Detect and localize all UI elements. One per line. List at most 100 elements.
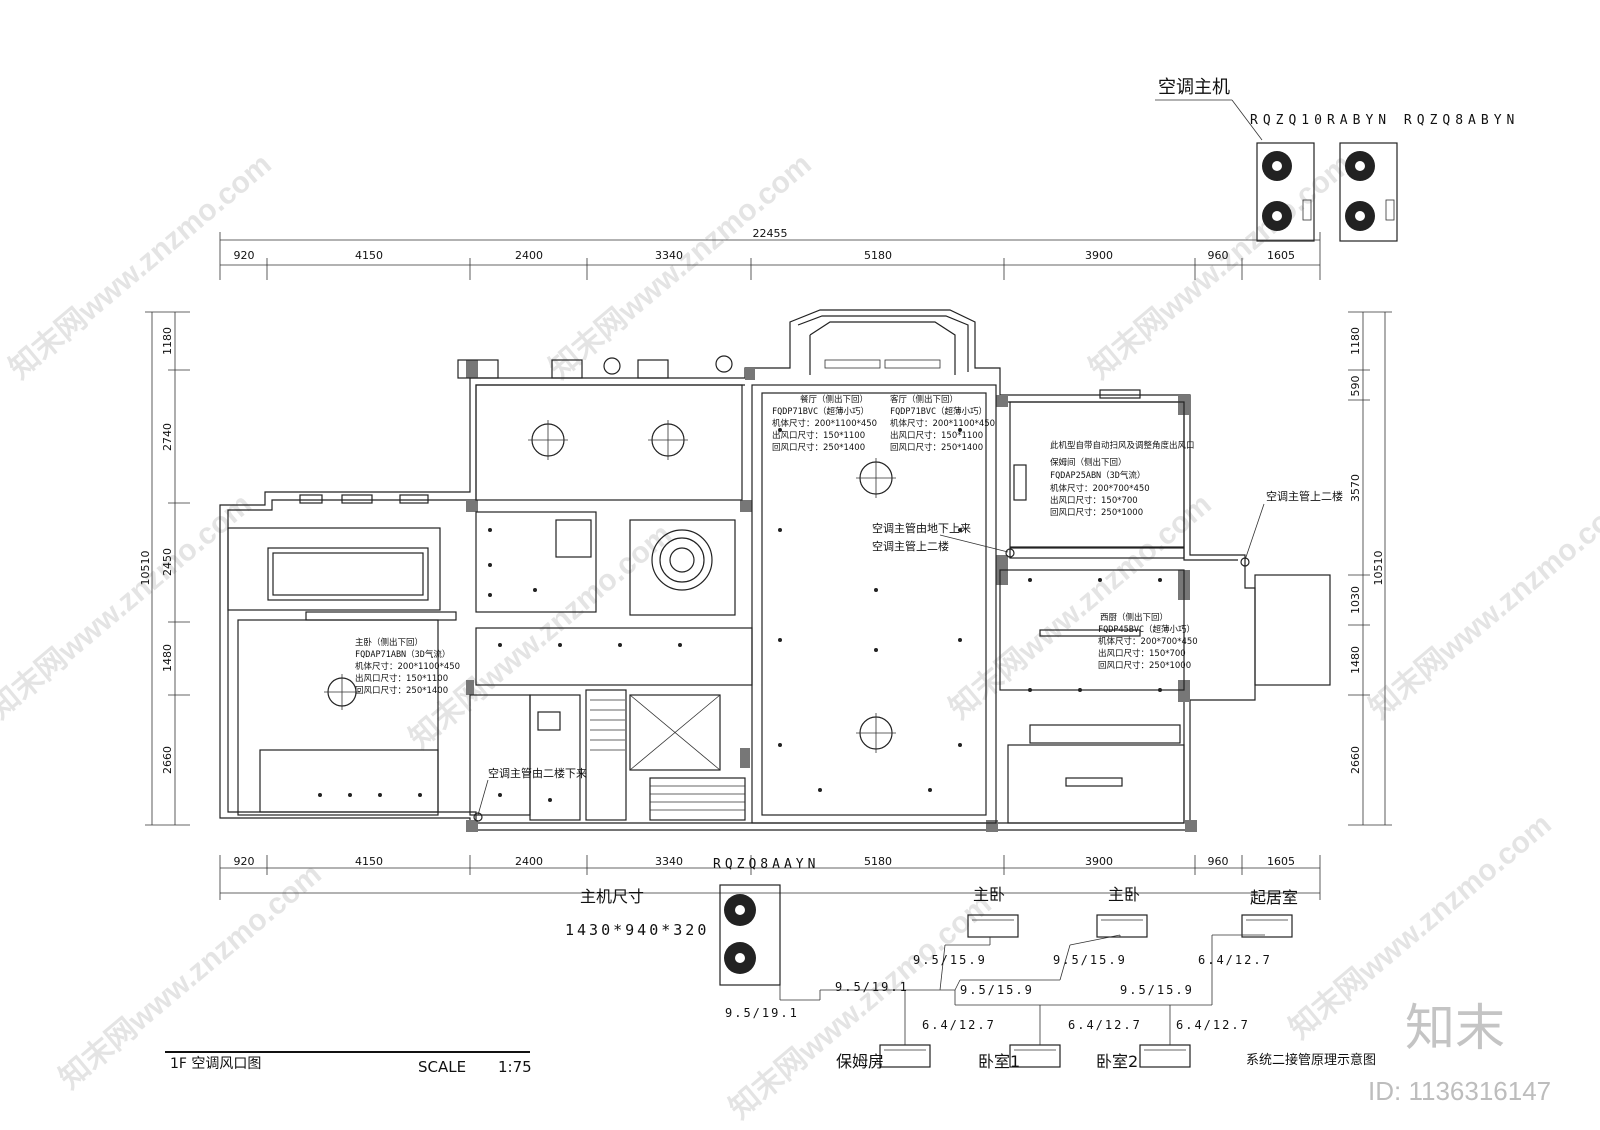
unit-master-body: 机体尺寸：200*1100*450 <box>355 661 460 672</box>
ceiling-diffusers <box>305 420 1141 753</box>
unit-master-return: 回风口尺寸：250*1400 <box>355 685 448 696</box>
schematic-bottom-unit: 卧室1 <box>978 1052 1020 1071</box>
pipe-size-label: 9.5/15.9 <box>1053 953 1127 967</box>
indoor-unit-icon <box>1009 1044 1061 1068</box>
watermark-text: 知末网www.znzmo.com <box>0 488 258 726</box>
watermark-text: 知末网www.znzmo.com <box>543 148 817 386</box>
diffuser-icon <box>856 713 896 753</box>
indoor-unit-icon <box>967 914 1019 938</box>
unit-dining-model: FQDP71BVC（超薄小巧） <box>772 406 869 417</box>
diffuser-icon <box>648 420 688 460</box>
dimension-label: 5180 <box>864 855 892 868</box>
host-models: RQZQ10RABYN RQZQ8ABYN <box>1250 113 1519 128</box>
schematic-top-unit: 主卧 <box>973 885 1005 904</box>
pipe-size-label: 6.4/12.7 <box>1068 1018 1142 1032</box>
host-size-value: 1430*940*320 <box>565 921 709 939</box>
unit-dining-outlet: 出风口尺寸：150*1100 <box>772 430 865 441</box>
note-pipe-from-basement: 空调主管由地下上来 <box>872 521 971 535</box>
schematic-bottom-unit: 卧室2 <box>1096 1052 1138 1071</box>
dimension-label: 2740 <box>161 423 174 451</box>
left-dimension-line: 10510 1180 2740 2450 1480 2660 <box>139 311 190 826</box>
dimension-label: 1480 <box>1349 646 1362 674</box>
pipe-size-label: 6.4/12.7 <box>1176 1018 1250 1032</box>
dimension-label: 1030 <box>1349 586 1362 614</box>
dimension-label: 2660 <box>1349 746 1362 774</box>
indoor-unit-icon <box>1096 914 1148 938</box>
drawing-footer: 1F 空调风口图 SCALE 1:75 <box>165 1051 532 1076</box>
dimension-total-left: 10510 <box>139 551 152 586</box>
unit-nanny-model: FQDAP25ABN（3D气流） <box>1050 470 1145 481</box>
unit-kitchen-return: 回风口尺寸：250*1000 <box>1098 660 1191 671</box>
unit-living-return: 回风口尺寸：250*1400 <box>890 442 983 453</box>
unit-kitchen-outlet: 出风口尺寸：150*700 <box>1098 648 1186 659</box>
dimension-label: 1480 <box>161 644 174 672</box>
host-size-title: 主机尺寸 <box>580 887 644 906</box>
diffuser-icon <box>528 420 568 460</box>
dimension-label: 1605 <box>1267 249 1295 262</box>
host-title: 空调主机 <box>1158 77 1230 98</box>
pipe-size-label: 9.5/15.9 <box>960 983 1034 997</box>
downlights <box>318 428 1162 802</box>
drawing-title: 1F 空调风口图 <box>170 1056 261 1072</box>
dimension-label: 1180 <box>1349 327 1362 355</box>
watermark-text: 知末网www.znzmo.com <box>1083 148 1357 386</box>
unit-living-model: FQDP71BVC（超薄小巧） <box>890 406 987 417</box>
dimension-label: 3340 <box>655 855 683 868</box>
schematic-top-unit: 起居室 <box>1250 888 1298 907</box>
outdoor-unit-icon <box>1339 142 1398 242</box>
indoor-unit-icon <box>1241 914 1293 938</box>
unit-dining-header: 餐厅（侧出下回） <box>800 394 868 405</box>
top-dimension-line: 22455 920 4150 2400 3340 5180 3900 960 1… <box>219 227 1321 280</box>
floor-plan-walls <box>219 309 1331 832</box>
dimension-label: 590 <box>1349 376 1362 397</box>
bottom-dimension-line: 920 4150 2400 3340 5180 3900 960 1605 <box>219 855 1321 900</box>
pipe-size-label: 6.4/12.7 <box>922 1018 996 1032</box>
dimension-label: 4150 <box>355 249 383 262</box>
schematic-bottom-unit: 保姆房 <box>836 1052 884 1071</box>
diffuser-icon <box>856 458 896 498</box>
right-dimension-line: 10510 1180 590 3570 1030 1480 2660 <box>1348 311 1392 826</box>
dimension-total-right: 10510 <box>1372 551 1385 586</box>
scale-value: 1:75 <box>498 1058 532 1076</box>
host-unit-lower: RQZQ8AAYN 主机尺寸 1430*940*320 <box>565 857 815 986</box>
watermark-text: 知末网www.znzmo.com <box>1363 488 1600 726</box>
brand-logo-text: 知末 <box>1405 999 1505 1057</box>
dimension-label: 1180 <box>161 327 174 355</box>
host-units-top: 空调主机 RQZQ10RABYN RQZQ8ABYN <box>1155 77 1519 242</box>
unit-master-model: FQDAP71ABN（3D气流） <box>355 649 450 660</box>
unit-living-header: 客厅（侧出下回） <box>890 394 958 405</box>
pipe-size-label: 9.5/15.9 <box>1120 983 1194 997</box>
outdoor-unit-icon <box>719 884 781 986</box>
dimension-label: 1605 <box>1267 855 1295 868</box>
unit-kitchen-model: FQDP45BVC（超薄小巧） <box>1098 624 1195 635</box>
pipe-size-label: 9.5/15.9 <box>913 953 987 967</box>
brand-watermark: 知末 ID: 1136316147 <box>1368 999 1551 1106</box>
piping-schematic: 主卧 主卧 起居室 保姆房 卧室1 卧室2 <box>725 885 1376 1071</box>
diffuser-icon <box>324 674 360 710</box>
dimension-total: 22455 <box>753 227 788 240</box>
dimension-label: 920 <box>234 855 255 868</box>
dimension-label: 5180 <box>864 249 892 262</box>
dimension-label: 3570 <box>1349 474 1362 502</box>
indoor-unit-icon <box>879 1044 931 1068</box>
unit-master-header: 主卧（侧出下回） <box>355 637 423 648</box>
dimension-label: 3900 <box>1085 855 1113 868</box>
dimension-label: 4150 <box>355 855 383 868</box>
scale-label: SCALE <box>418 1058 466 1076</box>
dimension-label: 3340 <box>655 249 683 262</box>
unit-living-outlet: 出风口尺寸：150*1100 <box>890 430 983 441</box>
watermark-text: 知末网www.znzmo.com <box>3 148 277 386</box>
indoor-unit-icon <box>1139 1044 1191 1068</box>
dimension-label: 920 <box>234 249 255 262</box>
unit-living-body: 机体尺寸：200*1100*450 <box>890 418 995 429</box>
watermark-id: ID: 1136316147 <box>1368 1076 1551 1106</box>
unit-nanny-body: 机体尺寸：200*700*450 <box>1050 483 1150 494</box>
schematic-top-unit: 主卧 <box>1108 885 1140 904</box>
outdoor-unit-icon <box>1256 142 1315 242</box>
note-pipe-down-from-second: 空调主管由二楼下来 <box>488 766 587 780</box>
dimension-label: 960 <box>1208 249 1229 262</box>
dimension-label: 2400 <box>515 249 543 262</box>
dimension-label: 2450 <box>161 548 174 576</box>
unit-nanny-return: 回风口尺寸：250*1000 <box>1050 507 1143 518</box>
